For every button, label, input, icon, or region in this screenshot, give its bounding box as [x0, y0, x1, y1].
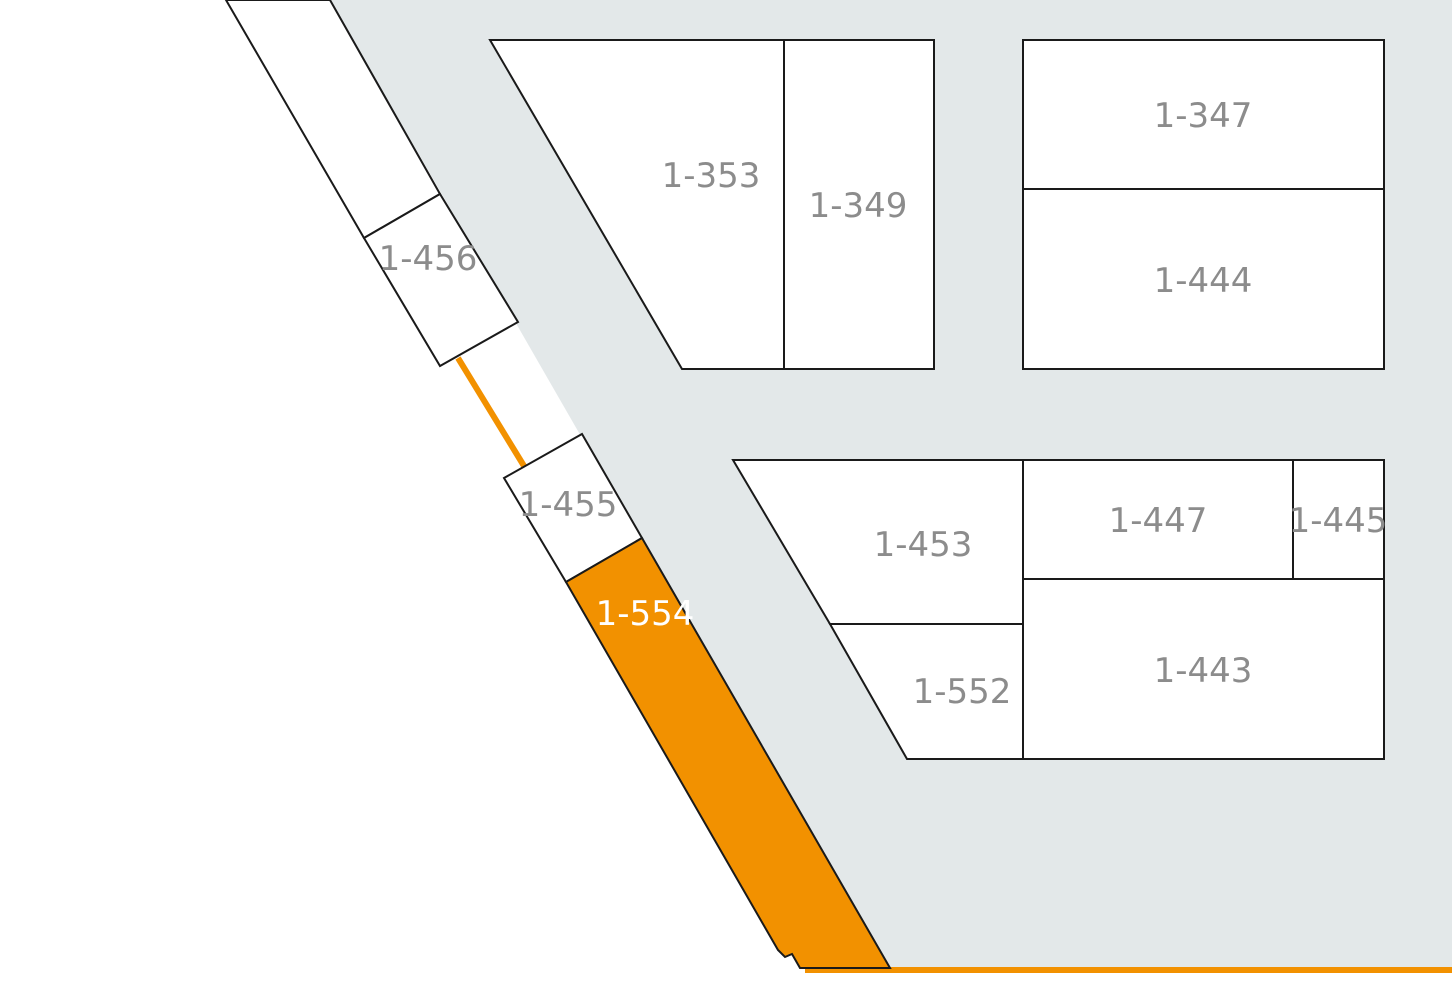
room-1-444[interactable]: 1-444 [1022, 188, 1385, 370]
room-1-554-shape[interactable] [564, 536, 892, 969]
room-1-445-shape[interactable] [1292, 459, 1385, 580]
room-1-349[interactable]: 1-349 [783, 39, 935, 370]
room-1-347[interactable]: 1-347 [1022, 39, 1385, 190]
room-1-447[interactable]: 1-447 [1022, 459, 1294, 580]
room-1-447-shape[interactable] [1022, 459, 1294, 580]
room-1-347-shape[interactable] [1022, 39, 1385, 190]
room-1-349-shape[interactable] [783, 39, 935, 370]
room-1-456-shape[interactable] [362, 192, 520, 368]
room-1-443[interactable]: 1-443 [1022, 578, 1385, 760]
room-1-443-shape[interactable] [1022, 578, 1385, 760]
room-1-445[interactable]: 1-445 [1289, 459, 1388, 580]
highlighted-wall-upper [455, 356, 527, 468]
room-1-444-shape[interactable] [1022, 188, 1385, 370]
